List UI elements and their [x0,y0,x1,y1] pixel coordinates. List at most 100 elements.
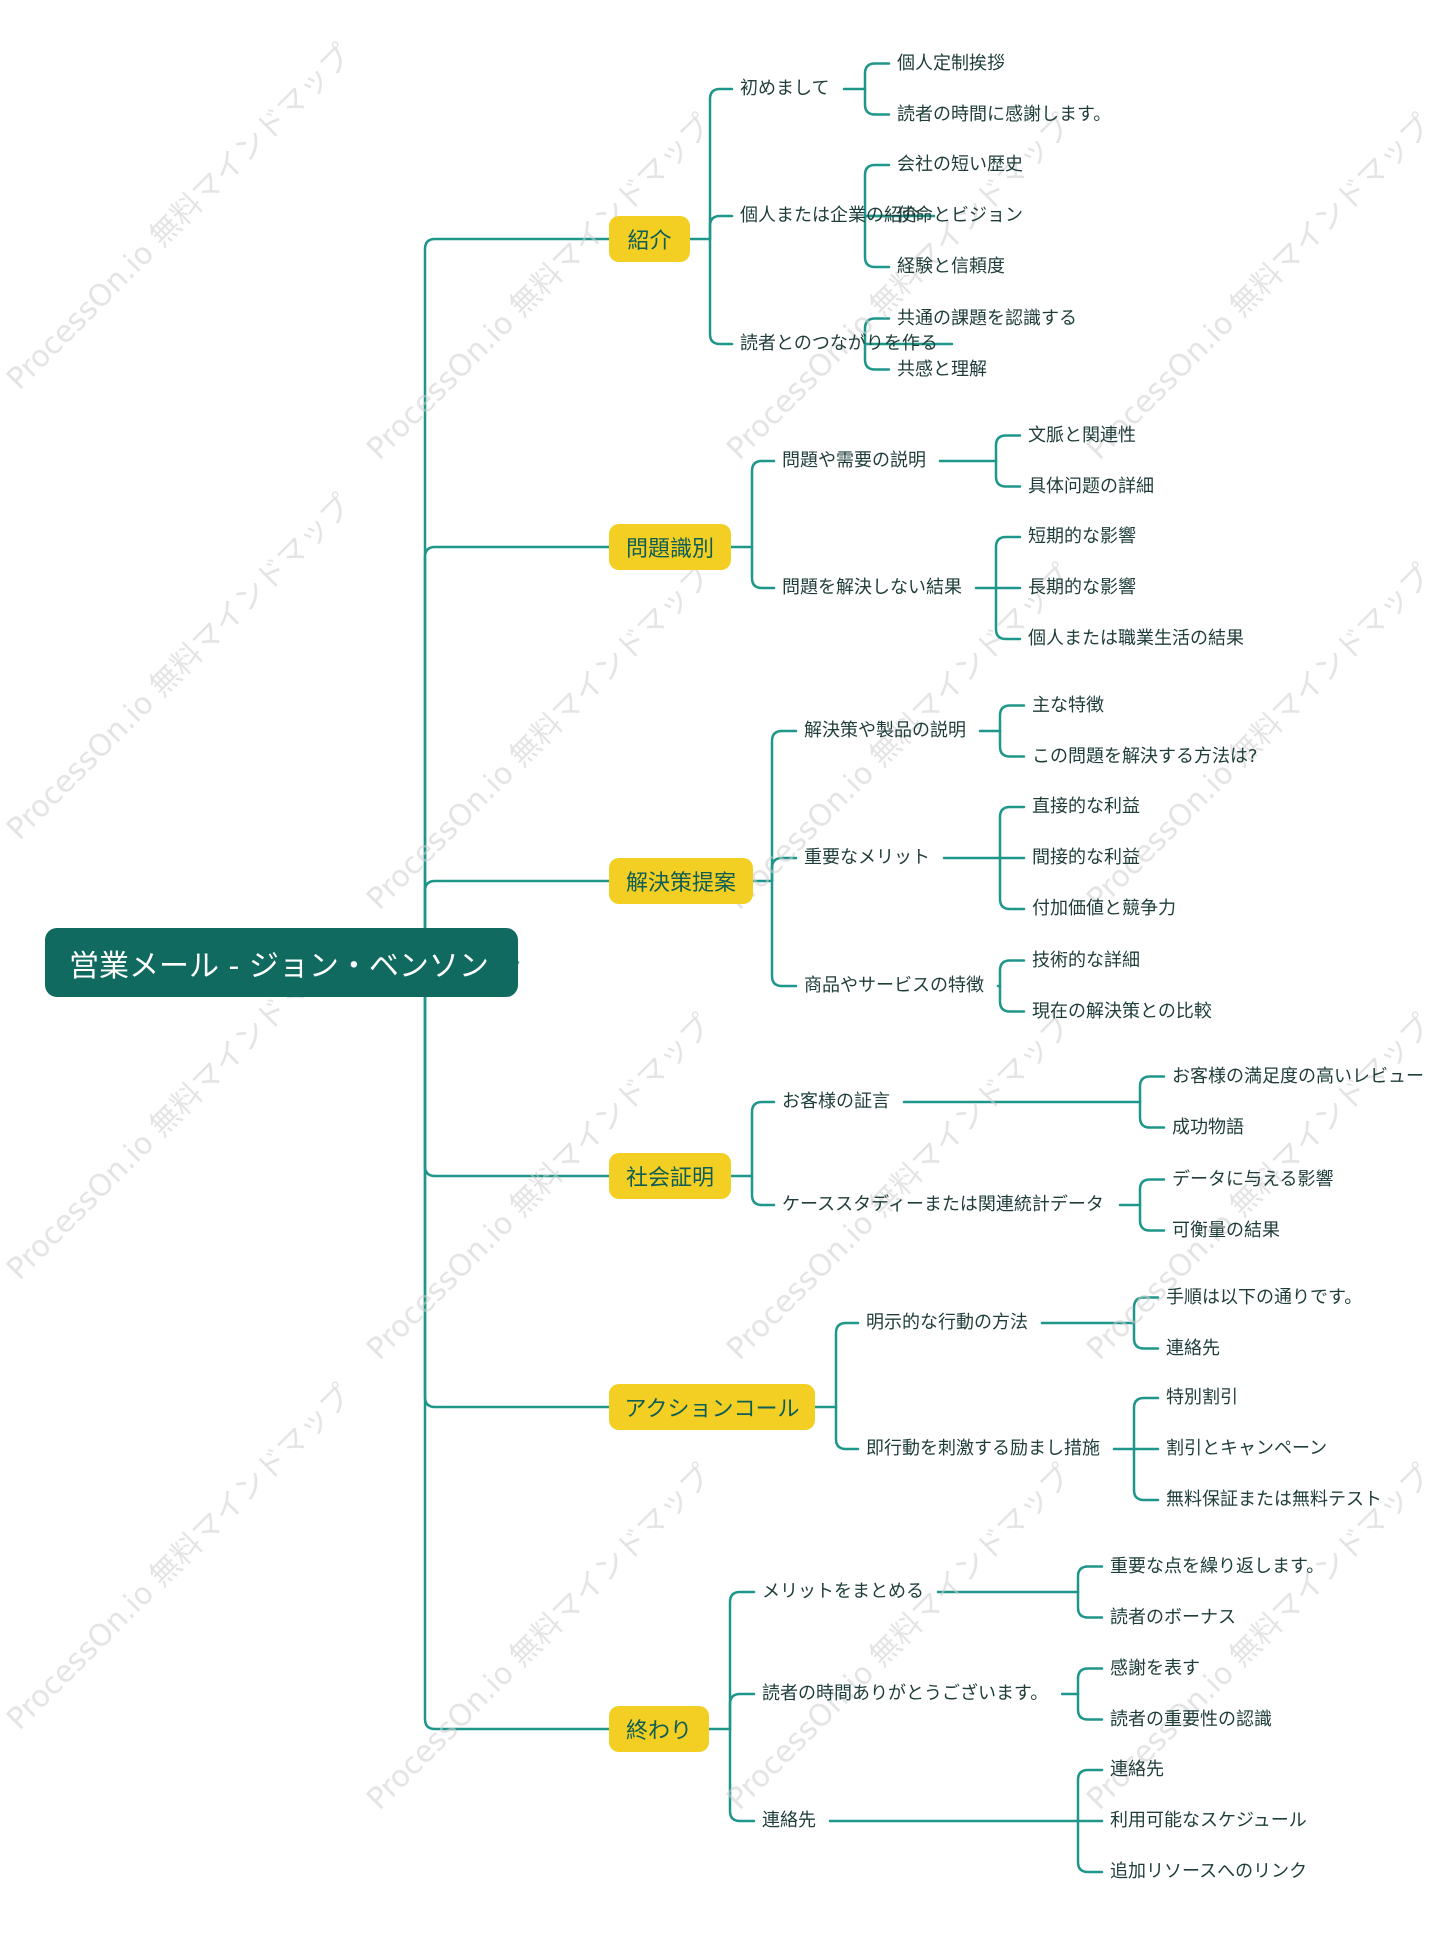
leaf-topic[interactable]: 共通の課題を認識する [897,307,1077,329]
leaf-topic[interactable]: 無料保証または無料テスト [1166,1489,1382,1510]
leaf-topic[interactable]: 追加リソースへのリンク [1110,1861,1308,1882]
leaf-topic[interactable]: 使命とビジョン [897,205,1023,226]
leaf-topic[interactable]: 長期的な影響 [1028,577,1136,598]
subtopic[interactable]: 商品やサービスの特徴 [804,975,984,996]
connector-line [994,586,1022,641]
connector-line [998,805,1026,860]
subtopic[interactable]: 連絡先 [762,1810,816,1831]
subtopic[interactable]: 解決策や製品の説明 [804,720,966,741]
leaf-topic[interactable]: 文脈と関連性 [1028,424,1136,446]
leaf-topic[interactable]: 経験と信頼度 [897,256,1005,277]
connector-line [834,1405,860,1451]
subtopic[interactable]: 問題を解決しない結果 [782,577,962,598]
connector-line [1138,1075,1166,1104]
leaf-topic[interactable]: 会社の短い歴史 [897,154,1023,175]
leaf-topic[interactable]: 共感と理解 [897,358,987,380]
connector-line [994,434,1022,463]
subtopic[interactable]: ケーススタディーまたは関連統計データ [782,1194,1104,1215]
subtopic[interactable]: 個人または企業の紹介 [740,205,920,226]
connector-line [998,959,1026,988]
connector-line [863,163,891,218]
leaf-topic[interactable]: 読者の重要性の認識 [1110,1708,1272,1730]
leaf-topic[interactable]: 短期的な影響 [1028,526,1136,547]
branch-topic[interactable]: 紹介 [609,216,690,262]
connector-line [728,1590,756,1731]
connector-line [863,317,891,346]
connector-line [708,87,734,241]
leaf-topic[interactable]: 技術的な詳細 [1032,949,1140,971]
connector-line [863,342,891,371]
leaf-topic[interactable]: 具体问题の詳細 [1028,475,1154,497]
connector-line [1076,1692,1104,1721]
root-topic[interactable]: 営業メール - ジョン・ベンソン [45,928,518,997]
leaf-topic[interactable]: 連絡先 [1166,1337,1220,1359]
subtopic[interactable]: 即行動を刺激する励まし措施 [866,1438,1100,1459]
leaf-topic[interactable]: 割引とキャンペーン [1166,1438,1328,1459]
leaf-topic[interactable]: データに与える影響 [1172,1168,1334,1190]
leaf-topic[interactable]: 読者の時間に感謝します。 [897,103,1112,125]
connector-line [750,1100,776,1178]
connector-line [834,1321,860,1409]
branch-topic[interactable]: 社会証明 [609,1153,731,1199]
connector-line [423,237,611,964]
leaf-topic[interactable]: 重要な点を繰り返します。 [1110,1555,1325,1577]
branch-topic[interactable]: アクションコール [609,1384,815,1430]
leaf-topic[interactable]: 付加価値と競争力 [1032,898,1176,919]
leaf-topic[interactable]: 直接的な利益 [1032,796,1140,817]
connector-line [863,62,891,91]
connector-line [1076,1768,1104,1823]
subtopic[interactable]: 重要なメリット [804,847,930,868]
subtopic[interactable]: 読者とのつながりを作る [740,333,938,354]
leaf-topic[interactable]: 感謝を表す [1110,1657,1200,1679]
connector-line [1138,1203,1166,1232]
subtopic[interactable]: 読者の時間ありがとうございます。 [762,1683,1049,1704]
leaf-topic[interactable]: 主な特徴 [1032,694,1104,716]
leaf-topic[interactable]: 個人定制挨拶 [897,52,1005,74]
connector-line [728,1727,756,1823]
connector-line [1076,1667,1104,1696]
connector-line [998,729,1026,758]
connector-line [423,961,611,1409]
connector-line [770,856,798,883]
connector-line [728,1692,756,1731]
leaf-topic[interactable]: 利用可能なスケジュール [1110,1810,1307,1831]
leaf-topic[interactable]: 連絡先 [1110,1759,1164,1780]
connector-line [994,535,1022,590]
connector-line [423,545,611,964]
connector-line [770,729,798,883]
leaf-topic[interactable]: 読者のボーナス [1110,1606,1236,1628]
connector-line [1132,1296,1160,1325]
leaf-topic[interactable]: 間接的な利益 [1032,847,1140,868]
connector-line [423,879,611,964]
branch-topic[interactable]: 解決策提案 [609,858,753,904]
connector-line [1138,1178,1166,1207]
subtopic[interactable]: 問題や需要の説明 [782,450,926,471]
leaf-topic[interactable]: 手順は以下の通りです。 [1166,1286,1363,1308]
leaf-topic[interactable]: 現在の解決策との比較 [1032,1000,1212,1022]
leaf-topic[interactable]: 可衡量の結果 [1172,1219,1280,1241]
subtopic[interactable]: メリットをまとめる [762,1581,924,1602]
connector-line [863,214,891,269]
connector-line [1076,1819,1104,1874]
leaf-topic[interactable]: 成功物語 [1172,1116,1244,1138]
leaf-topic[interactable]: 特別割引 [1166,1387,1238,1408]
connector-line [1076,1565,1104,1594]
subtopic[interactable]: 初めまして [740,78,830,99]
connector-line [998,984,1026,1013]
connector-line [998,856,1026,911]
subtopic[interactable]: 明示的な行動の方法 [866,1312,1028,1333]
connector-line [1132,1447,1160,1502]
leaf-topic[interactable]: お客様の満足度の高いレビュー [1172,1065,1424,1087]
connector-line [750,1174,776,1207]
connector-line [1132,1396,1160,1451]
branch-topic[interactable]: 終わり [609,1706,709,1752]
connector-line [1138,1100,1166,1129]
subtopic[interactable]: お客様の証言 [782,1091,890,1112]
connector-line [863,87,891,116]
connector-line [770,879,798,988]
branch-topic[interactable]: 問題識別 [609,524,731,570]
leaf-topic[interactable]: この問題を解決する方法は? [1032,745,1258,767]
leaf-topic[interactable]: 個人または職業生活の結果 [1028,628,1244,649]
